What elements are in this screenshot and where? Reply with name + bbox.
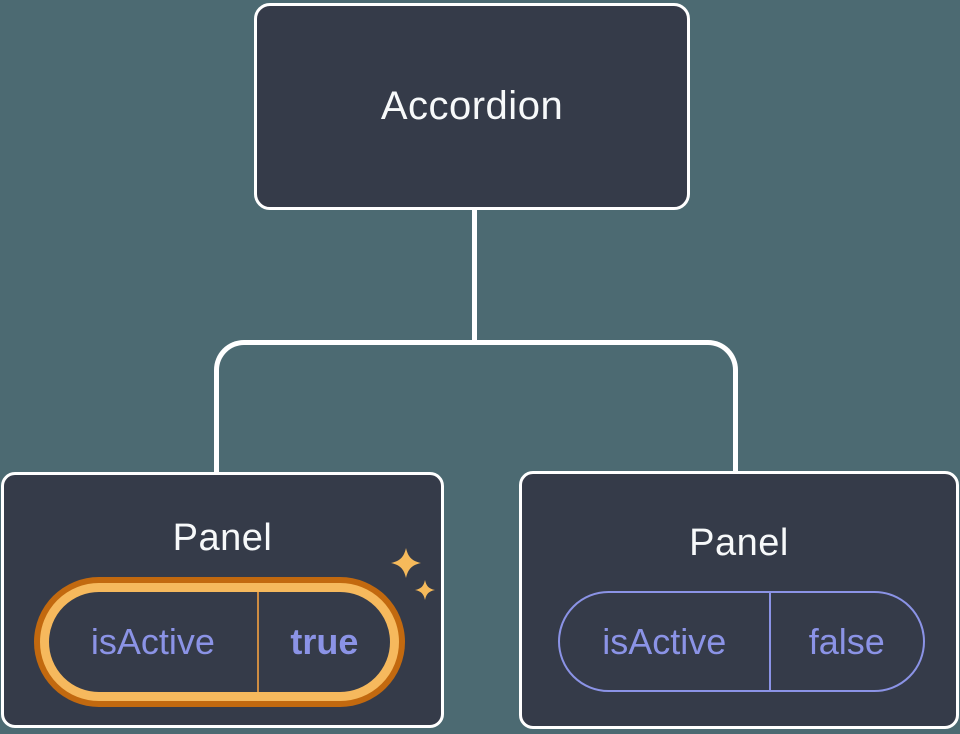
- panel-node-label: Panel: [689, 522, 789, 564]
- state-key: isActive: [49, 592, 259, 692]
- state-pill-active: isActive true: [40, 583, 399, 701]
- panel-node-label: Panel: [172, 517, 273, 559]
- panel-node-inactive: Panel isActive false: [519, 471, 959, 729]
- accordion-node: Accordion: [254, 3, 690, 210]
- sparkles-icon: [390, 545, 438, 603]
- state-pill-inactive: isActive false: [558, 591, 925, 692]
- accordion-node-label: Accordion: [380, 84, 564, 128]
- state-key: isActive: [560, 593, 771, 690]
- connector-stem-line: [472, 210, 477, 343]
- connector-branch-line: [214, 340, 738, 473]
- panel-node-active: Panel isActive true: [1, 472, 444, 728]
- state-value: true: [290, 621, 359, 662]
- state-value: false: [808, 620, 885, 662]
